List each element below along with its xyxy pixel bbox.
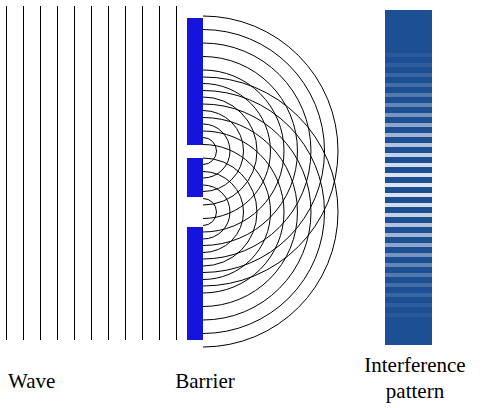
interference-screen	[385, 73, 432, 77]
circular-wavefront	[203, 77, 338, 347]
wave-label: Wave	[8, 368, 98, 394]
barrier-label: Barrier	[145, 368, 265, 394]
circular-wavefront	[203, 30, 325, 273]
interference-screen	[385, 253, 432, 257]
circular-wavefront	[203, 185, 230, 239]
circular-wavefront	[203, 84, 270, 219]
circular-wavefront	[203, 138, 217, 165]
screen-label-box: Interference pattern	[349, 352, 481, 404]
plane-wavefront	[91, 6, 92, 340]
barrier-label-box: Barrier	[145, 368, 265, 394]
interference-screen	[385, 233, 432, 237]
circular-wavefront	[203, 16, 338, 286]
circular-wavefront	[203, 57, 297, 246]
circular-wavefront	[203, 104, 311, 320]
plane-wavefront	[142, 6, 143, 340]
interference-screen	[385, 243, 432, 247]
interference-screen	[385, 10, 432, 345]
interference-screen	[385, 153, 432, 157]
plane-wavefront	[40, 6, 41, 340]
interference-screen	[385, 173, 432, 177]
circular-wavefront	[203, 172, 244, 253]
circular-wavefront	[203, 199, 216, 226]
interference-screen	[385, 263, 432, 267]
interference-screen	[385, 293, 432, 297]
circular-wavefront	[203, 131, 284, 293]
interference-screen	[385, 53, 432, 57]
interference-screen	[385, 123, 432, 127]
circular-wavefront	[203, 16, 338, 286]
circular-wavefront	[203, 97, 257, 205]
interference-screen	[385, 83, 432, 87]
plane-wavefront	[74, 6, 75, 340]
interference-screen	[385, 213, 432, 217]
interference-screen	[385, 63, 432, 67]
interference-screen	[385, 303, 432, 307]
slit-barrier	[187, 18, 203, 340]
plane-wavefront	[176, 6, 177, 340]
circular-wavefront	[203, 158, 257, 266]
interference-screen	[385, 203, 432, 207]
circular-wavefront	[203, 91, 325, 334]
interference-screen	[385, 93, 432, 97]
plane-wavefront	[6, 6, 7, 340]
interference-screen	[385, 163, 432, 167]
plane-wavefront	[108, 6, 109, 340]
circular-wavefront	[203, 111, 244, 192]
circular-wavefront	[203, 118, 297, 307]
slit-barrier	[187, 158, 203, 197]
interference-screen	[385, 283, 432, 287]
interference-screen	[385, 143, 432, 147]
plane-wavefront	[159, 6, 160, 340]
interference-screen	[385, 273, 432, 277]
circular-wavefront	[203, 145, 271, 280]
plane-wavefront	[23, 6, 24, 340]
plane-wavefront	[57, 6, 58, 340]
plane-wavefront	[125, 6, 126, 340]
interference-screen	[385, 113, 432, 117]
slit-barrier	[187, 18, 203, 145]
interference-screen	[385, 103, 432, 107]
interference-screen	[385, 10, 432, 345]
slit-barrier	[187, 227, 203, 340]
circular-wavefront	[203, 77, 338, 347]
screen-label: Interference pattern	[349, 352, 481, 404]
interference-screen	[385, 313, 432, 317]
interference-screen	[385, 183, 432, 187]
wave-label-box: Wave	[8, 368, 98, 394]
interference-screen	[385, 133, 432, 137]
interference-screen	[385, 193, 432, 197]
plane-wavefront	[7, 6, 177, 340]
interference-screen	[385, 223, 432, 227]
